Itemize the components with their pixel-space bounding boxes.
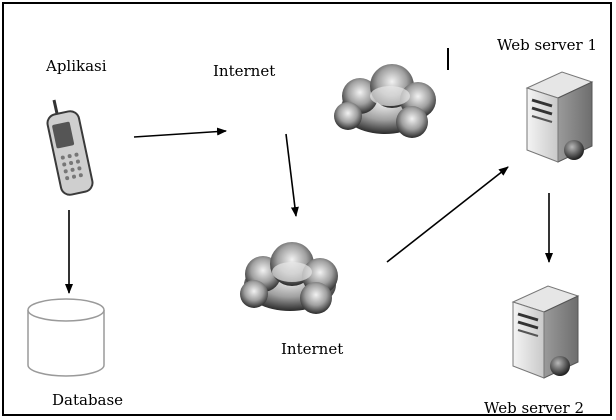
server-tower-icon-2	[511, 285, 580, 379]
cloud-icon-top	[334, 64, 436, 138]
label-internet-bottom: Internet	[281, 340, 344, 358]
server-tower-icon-1	[525, 71, 594, 163]
database-cylinder-icon	[27, 298, 105, 377]
arrow-internet-to-webserver1	[386, 166, 509, 263]
arrow-phone-to-internet	[133, 127, 227, 138]
label-internet-top: Internet	[213, 62, 276, 80]
mobile-phone-icon	[46, 99, 94, 196]
cloud-icon-bottom	[240, 242, 338, 314]
label-web-server-2: Web server 2	[484, 399, 585, 417]
arrow-internet-to-internet	[285, 133, 299, 217]
label-aplikasi: Aplikasi	[46, 57, 107, 75]
label-web-server-1: Web server 1	[497, 36, 598, 54]
label-database: Database	[52, 391, 124, 409]
